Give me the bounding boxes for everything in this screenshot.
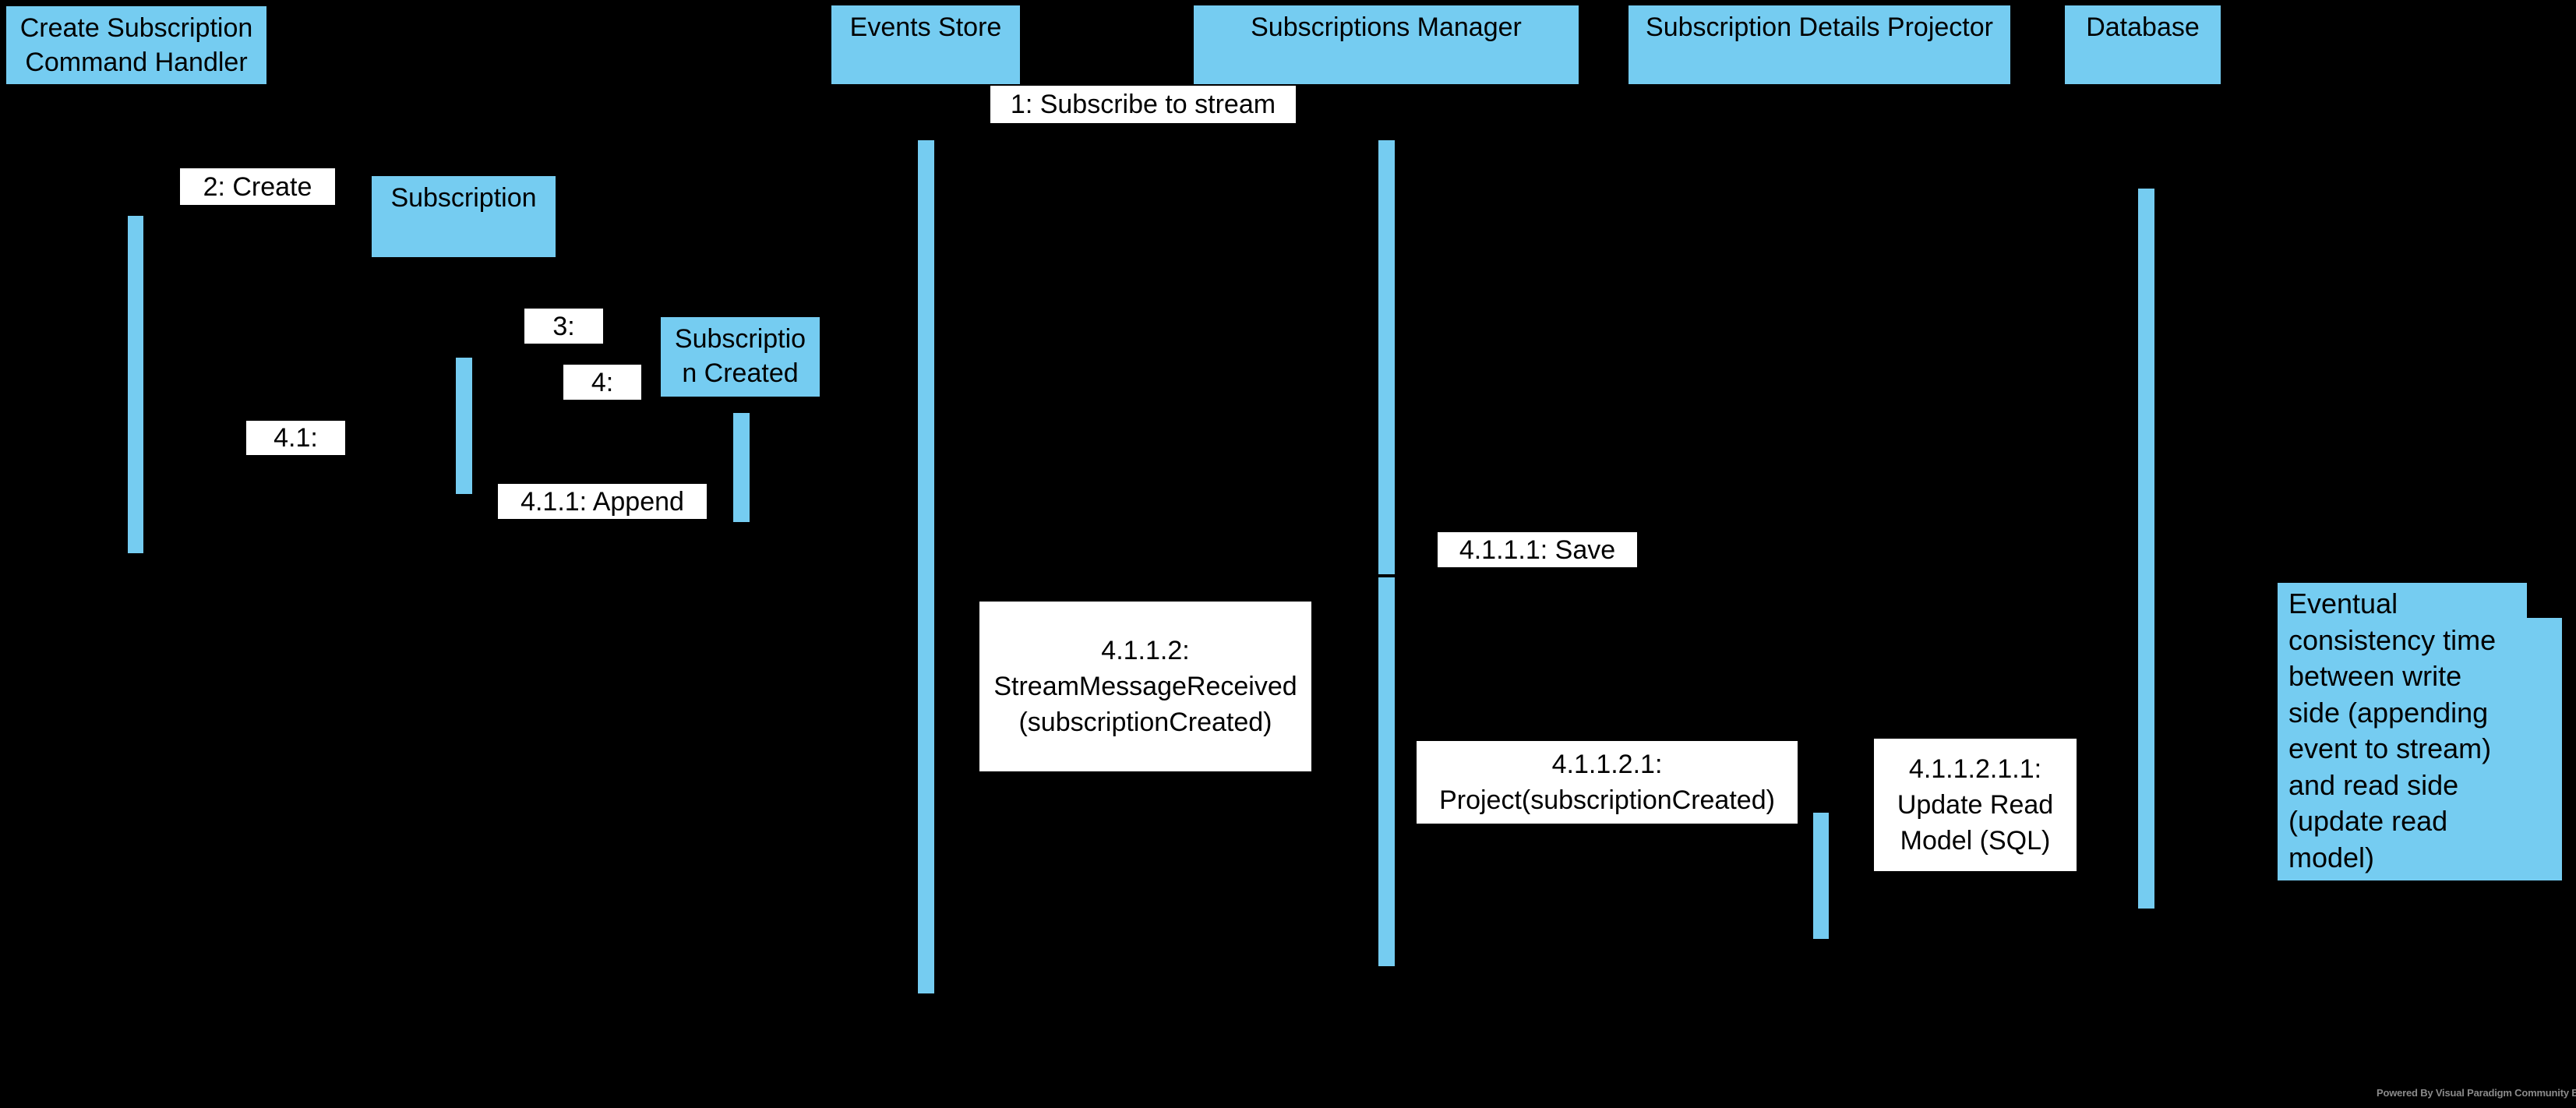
activation-bar-subscriptions-manager-2 [1378, 577, 1395, 966]
message-label-update-read-model: 4.1.1.2.1.1: Update Read Model (SQL) [1874, 739, 2077, 871]
activation-bar-database [2138, 189, 2154, 909]
message-label-3: 3: [524, 309, 603, 344]
watermark-text: Powered By Visual Paradigm Community Edi… [2377, 1086, 2576, 1099]
lifeline-head-create-subscription-command-handler: Create Subscription Command Handler [6, 6, 266, 84]
object-box-subscription: Subscription [372, 176, 556, 257]
note-eventual-consistency: Eventual consistency time between write … [2278, 583, 2562, 880]
message-label-project-subscription-created: 4.1.1.2.1: Project(subscriptionCreated) [1417, 741, 1798, 824]
message-label-create: 2: Create [180, 168, 335, 205]
activation-bar-subscription-details-projector [1813, 813, 1829, 939]
message-label-subscribe-to-stream: 1: Subscribe to stream [990, 86, 1296, 123]
lifeline-head-subscriptions-manager: Subscriptions Manager [1194, 5, 1579, 84]
activation-bar-subscriptions-manager-1 [1378, 140, 1395, 574]
watermark: Powered By Visual Paradigm Community Edi… [2377, 1083, 2576, 1102]
message-label-stream-message-received: 4.1.1.2: StreamMessageReceived (subscrip… [979, 602, 1311, 771]
message-label-save: 4.1.1.1: Save [1438, 532, 1637, 567]
lifeline-head-events-store: Events Store [831, 5, 1020, 84]
lifeline-head-subscription-details-projector: Subscription Details Projector [1629, 5, 2010, 84]
message-label-4-1: 4.1: [246, 421, 345, 455]
activation-bar-subscription-created [733, 413, 750, 522]
lifeline-head-database: Database [2065, 5, 2221, 84]
activation-bar-events-store [918, 140, 934, 993]
activation-bar-subscription [456, 358, 472, 494]
object-box-subscription-created: Subscriptio n Created [661, 317, 820, 397]
message-label-4: 4: [563, 365, 641, 400]
activation-bar-create-handler [128, 216, 143, 553]
message-label-append: 4.1.1: Append [498, 484, 707, 519]
